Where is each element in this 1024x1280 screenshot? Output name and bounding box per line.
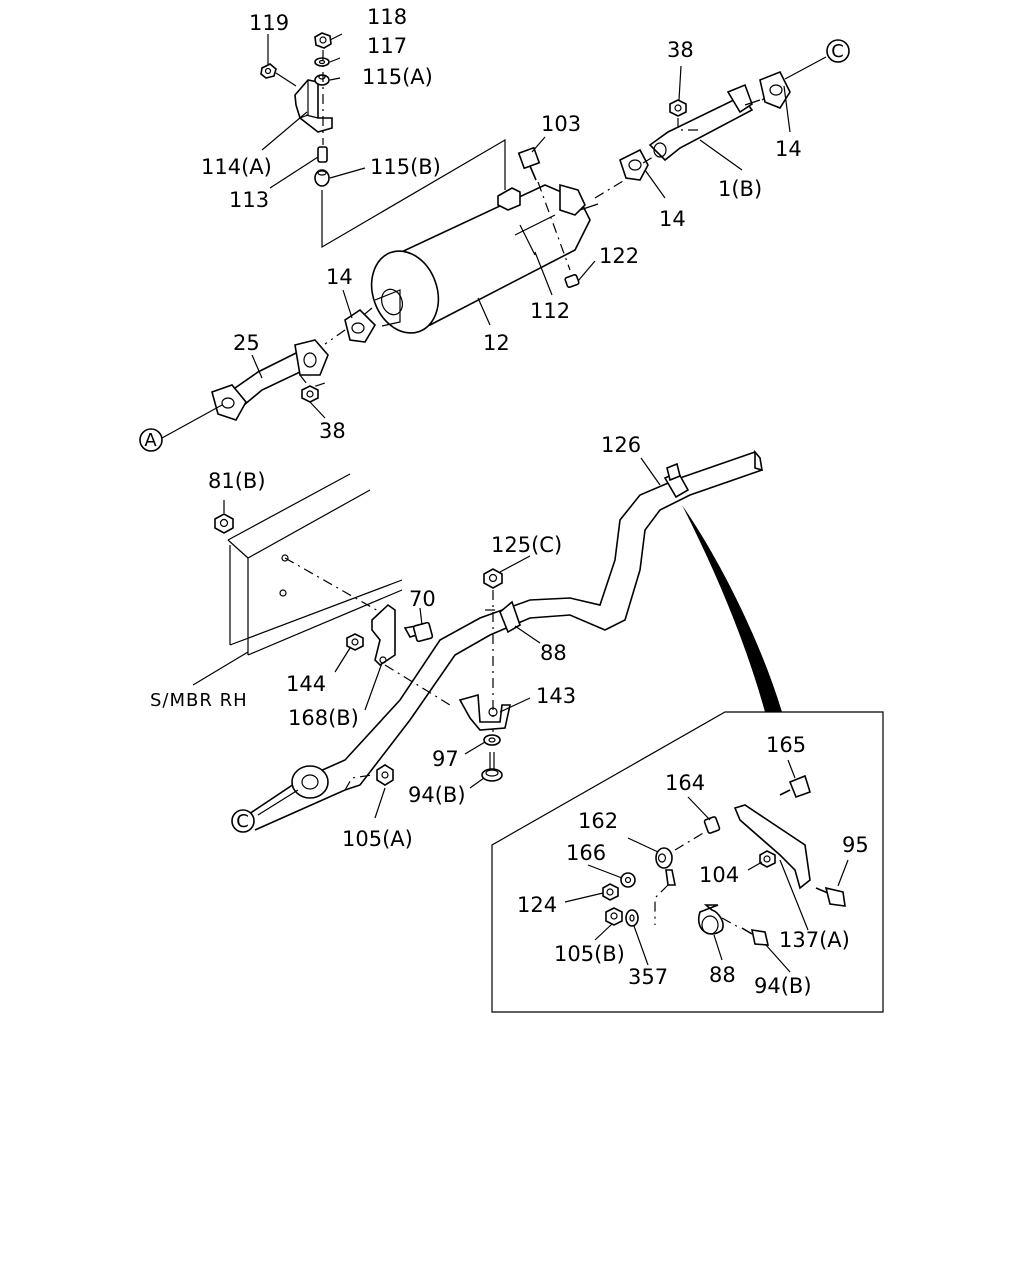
bolt-94b-main	[481, 752, 503, 782]
bolt-70	[403, 621, 434, 643]
nut-122	[564, 274, 580, 288]
label-125c: 125(C)	[491, 533, 562, 557]
label-114a: 114(A)	[201, 155, 272, 179]
bolt-94b-detail	[741, 927, 770, 946]
callout-c-top-text: C	[831, 41, 845, 62]
nut-144	[346, 633, 364, 651]
label-137a: 137(A)	[779, 928, 850, 952]
label-144: 144	[286, 672, 326, 696]
label-168b: 168(B)	[288, 706, 359, 730]
label-124: 124	[517, 893, 557, 917]
nut-38-bottom	[301, 385, 319, 403]
nut-119	[260, 63, 277, 79]
label-357: 357	[628, 965, 668, 989]
part-labels: 119 118 117 115(A) 114(A) 113 115(B) 103…	[150, 5, 869, 998]
bracket-168b	[371, 603, 396, 667]
label-105b: 105(B)	[554, 942, 625, 966]
label-164: 164	[665, 771, 705, 795]
label-97: 97	[432, 747, 459, 771]
label-94b-main: 94(B)	[408, 783, 466, 807]
label-1b: 1(B)	[718, 177, 762, 201]
label-88-main: 88	[540, 641, 567, 665]
nut-105b	[605, 907, 623, 926]
label-95: 95	[842, 833, 869, 857]
label-14-left: 14	[326, 265, 353, 289]
gasket-14-left	[344, 308, 377, 343]
washer-166	[620, 872, 636, 888]
detail-box	[491, 711, 884, 1013]
callout-a-text: A	[144, 430, 157, 451]
label-side-member-rh: S/MBR RH	[150, 690, 248, 711]
bolt-95	[815, 886, 846, 907]
label-112: 112	[530, 299, 570, 323]
label-25: 25	[233, 331, 260, 355]
nut-125c	[483, 568, 503, 589]
label-117: 117	[367, 34, 407, 58]
nut-105a	[376, 764, 394, 786]
leaders-detail	[564, 759, 849, 973]
label-122: 122	[599, 244, 639, 268]
bracket-137a	[733, 804, 811, 890]
label-14-right: 14	[775, 137, 802, 161]
bracket-143	[458, 693, 511, 731]
pipe-1b	[648, 83, 761, 162]
gasket-14-mid	[619, 148, 649, 181]
label-165: 165	[766, 733, 806, 757]
bolt-103	[517, 146, 541, 181]
leaders-middle	[257, 457, 661, 819]
label-38-bottom: 38	[319, 419, 346, 443]
gasket-14-right	[759, 70, 791, 109]
callout-c-top: C	[826, 39, 850, 63]
label-143: 143	[536, 684, 576, 708]
label-162: 162	[578, 809, 618, 833]
label-105a: 105(A)	[342, 827, 413, 851]
nut-38-top	[669, 99, 687, 117]
label-115a: 115(A)	[362, 65, 433, 89]
washer-97	[483, 734, 501, 746]
clamp-126-top	[663, 462, 690, 499]
label-166: 166	[566, 841, 606, 865]
clamp-88-detail	[697, 904, 724, 935]
callout-c-bottom-text: C	[236, 811, 250, 832]
collar-113	[317, 146, 328, 163]
rubber-115b	[314, 169, 330, 187]
nut-81b	[214, 513, 234, 534]
nut-118	[314, 32, 332, 49]
hanger-bracket-114a	[294, 79, 333, 133]
label-119: 119	[249, 11, 289, 35]
washer-117	[314, 57, 330, 67]
label-126: 126	[601, 433, 641, 457]
bolt-165	[779, 774, 811, 799]
label-94b-detail: 94(B)	[754, 974, 812, 998]
label-12: 12	[483, 331, 510, 355]
clamp-88-main	[499, 600, 521, 634]
rubber-115a	[314, 74, 330, 86]
label-104: 104	[699, 863, 739, 887]
leaders-top	[161, 33, 827, 439]
muffler-12	[370, 183, 599, 334]
label-118: 118	[367, 5, 407, 29]
label-14-mid: 14	[659, 207, 686, 231]
callout-a: A	[139, 428, 163, 452]
label-81b: 81(B)	[208, 469, 266, 493]
collar-164	[703, 816, 721, 834]
label-113: 113	[229, 188, 269, 212]
nut-124	[602, 883, 619, 901]
label-38-top: 38	[667, 38, 694, 62]
label-103: 103	[541, 112, 581, 136]
washer-357	[625, 909, 639, 927]
detail-pointer	[682, 505, 782, 712]
label-88-detail: 88	[709, 963, 736, 987]
side-member-rh	[227, 473, 403, 656]
tail-pipe-126	[239, 449, 763, 831]
callout-c-bottom: C	[231, 809, 255, 833]
rubber-162	[655, 847, 676, 886]
label-70: 70	[409, 587, 436, 611]
label-115b: 115(B)	[370, 155, 441, 179]
pipe-25	[211, 339, 329, 421]
nut-104	[759, 850, 776, 868]
